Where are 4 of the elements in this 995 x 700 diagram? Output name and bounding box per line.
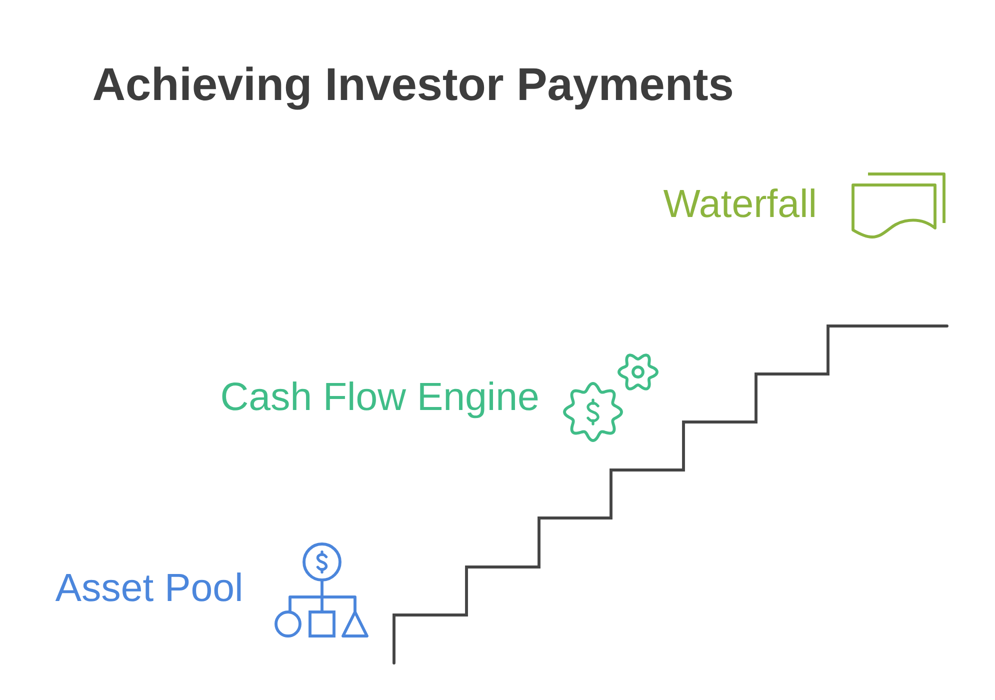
step-label: Cash Flow Engine — [222, 382, 538, 418]
title: Achieving Investor Payments — [93, 66, 732, 110]
step-label: Waterfall — [663, 188, 814, 218]
step-label: Asset Pool — [55, 572, 241, 602]
